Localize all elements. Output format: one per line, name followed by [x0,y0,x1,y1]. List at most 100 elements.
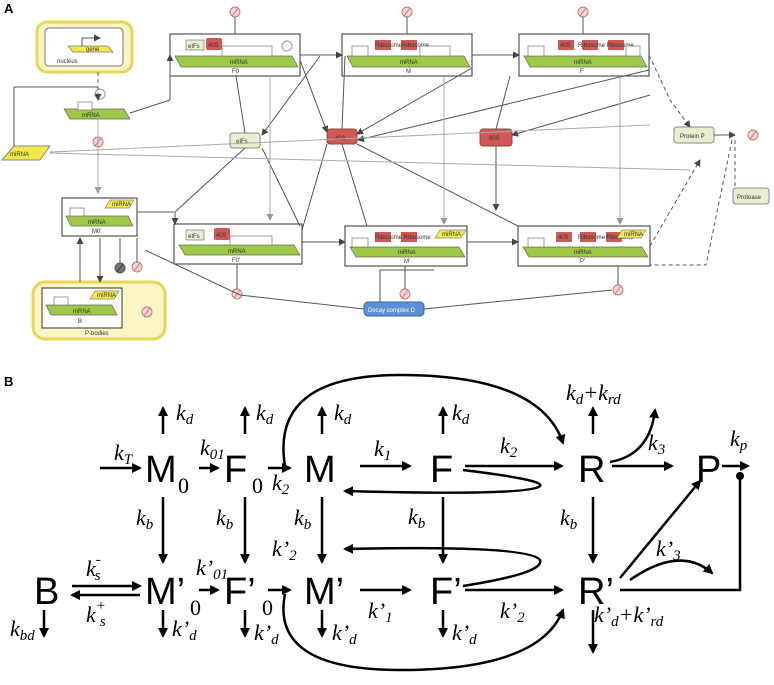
state-box-f: 40S Ribosome Ribosome mRNA F [518,33,650,77]
mrna-free-glyph: mRNA [63,88,131,120]
rate-kb-f: kb [408,504,426,532]
node-f0-sub: 0 [252,473,263,498]
panel-b-label: B [4,374,13,389]
rate-ks-plus: k+s [86,598,106,630]
node-p: P [696,449,721,491]
rate-kp2: k’2 [500,598,525,626]
arrow-f-m-loop [343,468,542,497]
rate-kb-r: kb [560,505,578,533]
rate-kd-krd: kd+krd [566,380,621,408]
s60-label: 60S [489,136,500,142]
rate-kp3: k’3 [656,536,681,564]
rate-kd-m0: kd [176,400,194,428]
rate-kb-m: kb [294,505,312,533]
s40-tag-f: 40S [560,43,571,49]
panel-a-connections [13,51,736,310]
decay-complex-node: Decay complex D [363,301,425,317]
ribosome-tag-m: RibosomeRibosome [375,43,430,49]
rate-kp: kp [730,426,748,454]
protease-node: Protease [732,187,770,205]
rate-kd-f: kd [452,400,470,428]
arrow-kp3 [629,559,714,582]
rate-k2: k2 [500,433,518,461]
s40-node: 40S [326,128,358,145]
protein-p-node: Protein P [673,126,715,144]
rate-kp2-left: k’2 [272,536,297,564]
node-f0: F [224,449,247,491]
protease-label: Protease [737,195,762,201]
state-label-b: B [78,319,82,325]
mrna-free-label: mRNA [82,113,100,119]
mirna-tag-pp: miRNA [624,232,643,238]
degradation-symbols-top [229,6,589,34]
arrow-fp-mp-loop [343,543,542,588]
state-box-m: RibosomeRibosome mRNA M [341,33,473,77]
rate-kbd: kbd [10,616,35,644]
inhibition-line [620,478,742,592]
mrna-label-b: mRNA [73,309,91,315]
rate-kpd-mp: k’d [332,620,357,648]
panel-b-nodes: M 0 F 0 M F R P B M’ 0 F’ 0 M’ F’ R’ [34,449,721,620]
state-label-m: M [406,69,411,75]
rate-kb-m0: kb [136,505,154,533]
s40-tag-f0: 40S [208,43,219,49]
state-label-mp: M' [404,259,410,265]
state-label-f0: F0 [232,69,240,75]
node-m: M [304,449,336,491]
eifs-label: eIFs [236,139,248,145]
node-mp: M’ [304,571,344,613]
rate-kpd-m0p: k’d [172,616,197,644]
rate-kpd-f0p: k’d [254,620,279,648]
arrow-r-curve [609,408,660,464]
ribosome-tag-pp: Ribosome Ribosome [578,235,634,241]
rate-kd-f0: kd [256,400,274,428]
decay-complex-label: Decay complex D [368,308,416,314]
mrna-label-m0p: mRNA [88,220,106,226]
mirna-tag-b: miRNA [97,293,116,299]
mrna-label-f0: mRNA [230,60,248,66]
node-fp: F’ [430,571,462,613]
state-label-f0p: F0' [232,258,240,264]
node-m0p-sub: 0 [190,595,201,620]
node-m0-sub: 0 [178,473,189,498]
state-box-mp: Ribosome Ribosome miRNA mRNA M' [344,225,468,267]
mirna-tag-m0p: miRNA [112,202,131,208]
rate-k3: k3 [648,430,665,458]
state-label-f: F [580,69,584,75]
rate-kpd-fp: k’d [452,620,477,648]
mrna-label-mp: mRNA [398,250,416,256]
node-r: R [578,449,605,491]
panel-b-arrows [39,373,750,672]
mrna-label-m: mRNA [400,60,418,66]
node-m0p: M’ [145,571,185,613]
state-box-f0: eIFs 40S mRNA F0 [169,33,301,77]
ribosome-tag-mp: Ribosome Ribosome [375,235,431,241]
p-bodies-label: P-bodies [85,331,109,337]
panel-a-label: A [4,1,14,16]
rate-k01: k01 [200,435,225,463]
mirna-tag-mp: miRNA [442,232,461,238]
eifs-tag-f0: eIFs [188,44,200,50]
arrow-rp-p [619,479,702,579]
nucleus-label: nucleus [57,59,78,65]
node-f: F [430,449,453,491]
eifs-node: eIFs [229,132,261,149]
s40-tag-pp: 40S [558,235,569,241]
state-box-f0p: eIFs 40S mRNA F0' [173,223,303,265]
panel-b-rates: kT k01 k2 k1 k2 k3 kp kd kd kd kd kd+krd… [10,380,748,648]
s40-tag-f0p: 40S [216,233,227,239]
arrow-mp-rp-bottom [282,593,565,672]
arrow-m-r-top [282,373,566,467]
node-b: B [34,571,59,613]
degradation-symbols-bottom [114,261,624,300]
rate-k1: k1 [374,436,391,464]
mrna-label-f: mRNA [574,60,592,66]
rate-kd-m: kd [334,400,352,428]
rate-kpd-kprd: k’d+k’rd [594,602,664,630]
rate-kt: kT [114,440,134,468]
mrna-label-pp: mRNA [574,250,592,256]
eifs-tag-f0p: eIFs [188,234,200,240]
inhibition-dot [736,472,744,480]
node-f0p-sub: 0 [262,595,273,620]
